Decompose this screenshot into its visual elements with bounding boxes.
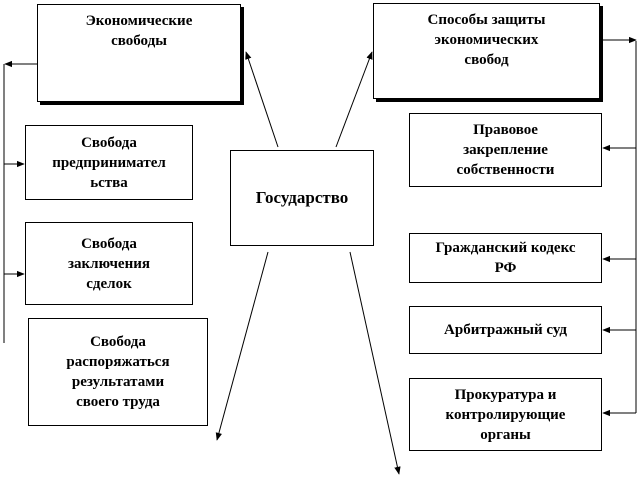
- protection-item-1-box: Правовое закрепление собственности: [409, 113, 602, 187]
- protection-item-4-label: Прокуратура и контролирующие органы: [445, 386, 566, 443]
- center-box: Государство: [230, 150, 374, 246]
- freedoms-title-box: Экономические свободы: [37, 4, 241, 102]
- arrow-center-down-right: [349, 251, 401, 475]
- freedom-item-3-label: Свобода распоряжаться результатами своег…: [66, 334, 170, 410]
- protection-item-1-label: Правовое закрепление собственности: [456, 122, 555, 178]
- protection-item-3-box: Арбитражный суд: [409, 306, 602, 354]
- protection-item-3-label: Арбитражный суд: [444, 322, 567, 338]
- protection-item-4-box: Прокуратура и контролирующие органы: [409, 378, 602, 451]
- protection-item-2-label: Гражданский кодекс РФ: [435, 240, 576, 276]
- center-label: Государство: [255, 188, 349, 207]
- protection-title: Способы защиты экономических свобод: [427, 12, 546, 68]
- arrow-center-to-protection: [335, 51, 373, 148]
- arrow-center-to-freedoms: [245, 51, 279, 148]
- arrow-center-down-left: [215, 251, 269, 441]
- freedoms-title: Экономические свободы: [85, 13, 193, 49]
- freedom-item-1-label: Свобода предпринимател ьства: [52, 134, 166, 191]
- freedom-item-3-box: Свобода распоряжаться результатами своег…: [28, 318, 208, 426]
- protection-item-2-box: Гражданский кодекс РФ: [409, 233, 602, 283]
- protection-title-box: Способы защиты экономических свобод: [373, 3, 600, 99]
- freedom-item-1-box: Свобода предпринимател ьства: [25, 125, 193, 200]
- freedom-item-2-box: Свобода заключения сделок: [25, 222, 193, 305]
- freedom-item-2-label: Свобода заключения сделок: [68, 235, 150, 292]
